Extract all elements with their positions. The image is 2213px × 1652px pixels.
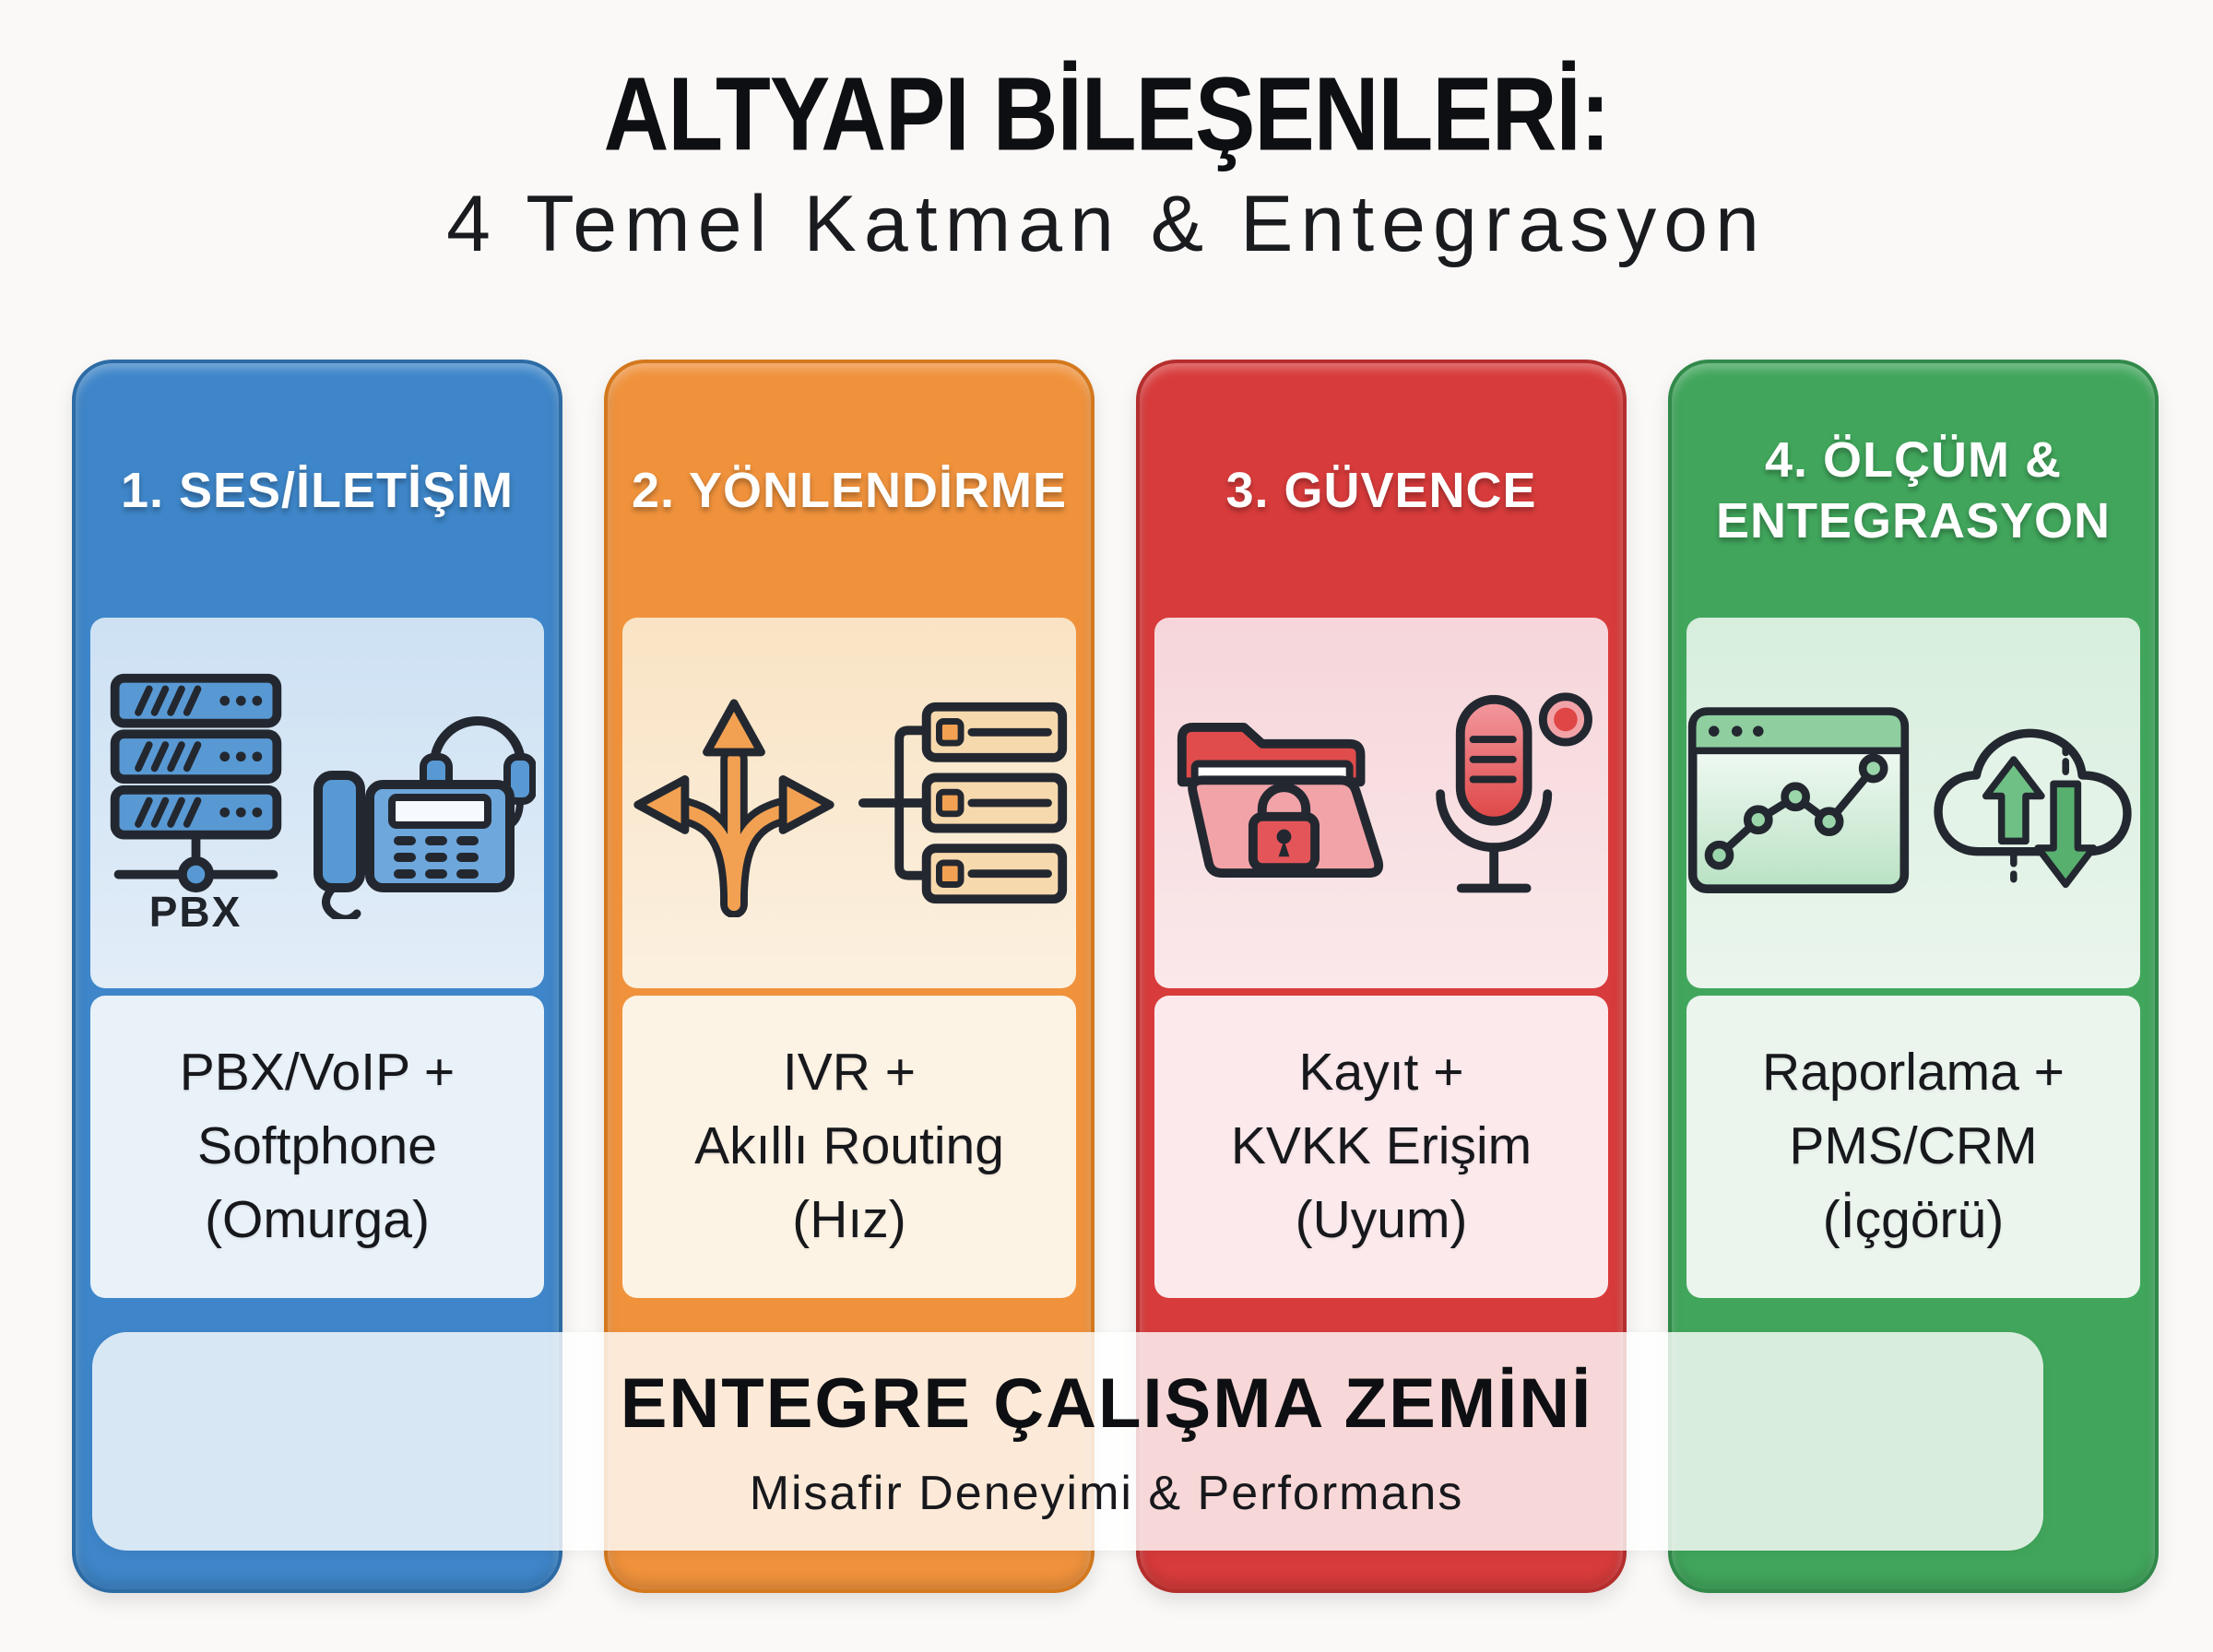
- card-header-label: 2. YÖNLENDİRME: [631, 463, 1068, 519]
- card-header: 1. SES/İLETİŞİM: [76, 363, 559, 620]
- body-line: PBX/VoIP +: [179, 1043, 456, 1103]
- cloud-sync-icon: [1924, 699, 2141, 907]
- card-header: 2. YÖNLENDİRME: [608, 363, 1091, 620]
- footer-title: ENTEGRE ÇALIŞMA ZEMİNİ: [620, 1364, 1593, 1443]
- body-line: (Hız): [792, 1189, 906, 1249]
- body-line: PMS/CRM: [1789, 1116, 2038, 1176]
- icon-panel: PBX: [90, 618, 544, 988]
- card-body-text: Raporlama + PMS/CRM (İçgörü): [1686, 996, 2140, 1298]
- body-line: (Uyum): [1295, 1189, 1468, 1249]
- page-subtitle: 4 Temel Katman & Entegrasyon: [446, 180, 1767, 268]
- card-header: 3. GÜVENCE: [1140, 363, 1623, 620]
- card-body-text: Kayıt + KVKK Erişim (Uyum): [1154, 996, 1608, 1298]
- locked-folder-icon: [1167, 698, 1400, 908]
- card-body-text: PBX/VoIP + Softphone (Omurga): [90, 996, 544, 1298]
- body-line: Kayıt +: [1298, 1043, 1464, 1103]
- body-line: (İçgörü): [1822, 1189, 2005, 1249]
- body-line: (Omurga): [205, 1189, 430, 1249]
- body-line: KVKK Erişim: [1230, 1116, 1533, 1176]
- card-header-label: 3. GÜVENCE: [1225, 463, 1537, 519]
- pbx-label: PBX: [148, 888, 243, 936]
- pbx-icon-group: PBX: [99, 669, 292, 937]
- branch-arrows-icon: [625, 689, 843, 917]
- card-header-label-line2: ENTEGRASYON: [1715, 493, 2112, 549]
- card-body-text: IVR + Akıllı Routing (Hız): [622, 996, 1076, 1298]
- icon-panel: [622, 618, 1076, 988]
- icon-panel: [1686, 618, 2140, 988]
- queue-list-icon: [856, 689, 1073, 917]
- analytics-window-icon: [1686, 704, 1911, 902]
- footer-subtitle: Misafir Deneyimi & Performans: [749, 1467, 1464, 1520]
- footer-band: [92, 1332, 2043, 1551]
- body-line: Raporlama +: [1762, 1043, 2065, 1103]
- body-line: Akıllı Routing: [694, 1116, 1004, 1176]
- card-header-label: 1. SES/İLETİŞİM: [120, 463, 515, 519]
- card-header-label-line1: 4. ÖLÇÜM &: [1764, 432, 2062, 489]
- layer-cards-row: 1. SES/İLETİŞİM: [72, 360, 2159, 1593]
- microphone-record-icon: [1413, 689, 1595, 917]
- body-line: Softphone: [197, 1116, 437, 1176]
- body-line: IVR +: [782, 1043, 917, 1103]
- card-yonlendirme: 2. YÖNLENDİRME: [604, 360, 1095, 1593]
- server-rack-icon: [99, 669, 292, 896]
- page-title: ALTYAPI BİLEŞENLERİ:: [603, 54, 1611, 172]
- icon-panel: [1154, 618, 1608, 988]
- card-header: 4. ÖLÇÜM & ENTEGRASYON: [1672, 363, 2155, 620]
- desk-phone-headset-icon: [305, 687, 536, 919]
